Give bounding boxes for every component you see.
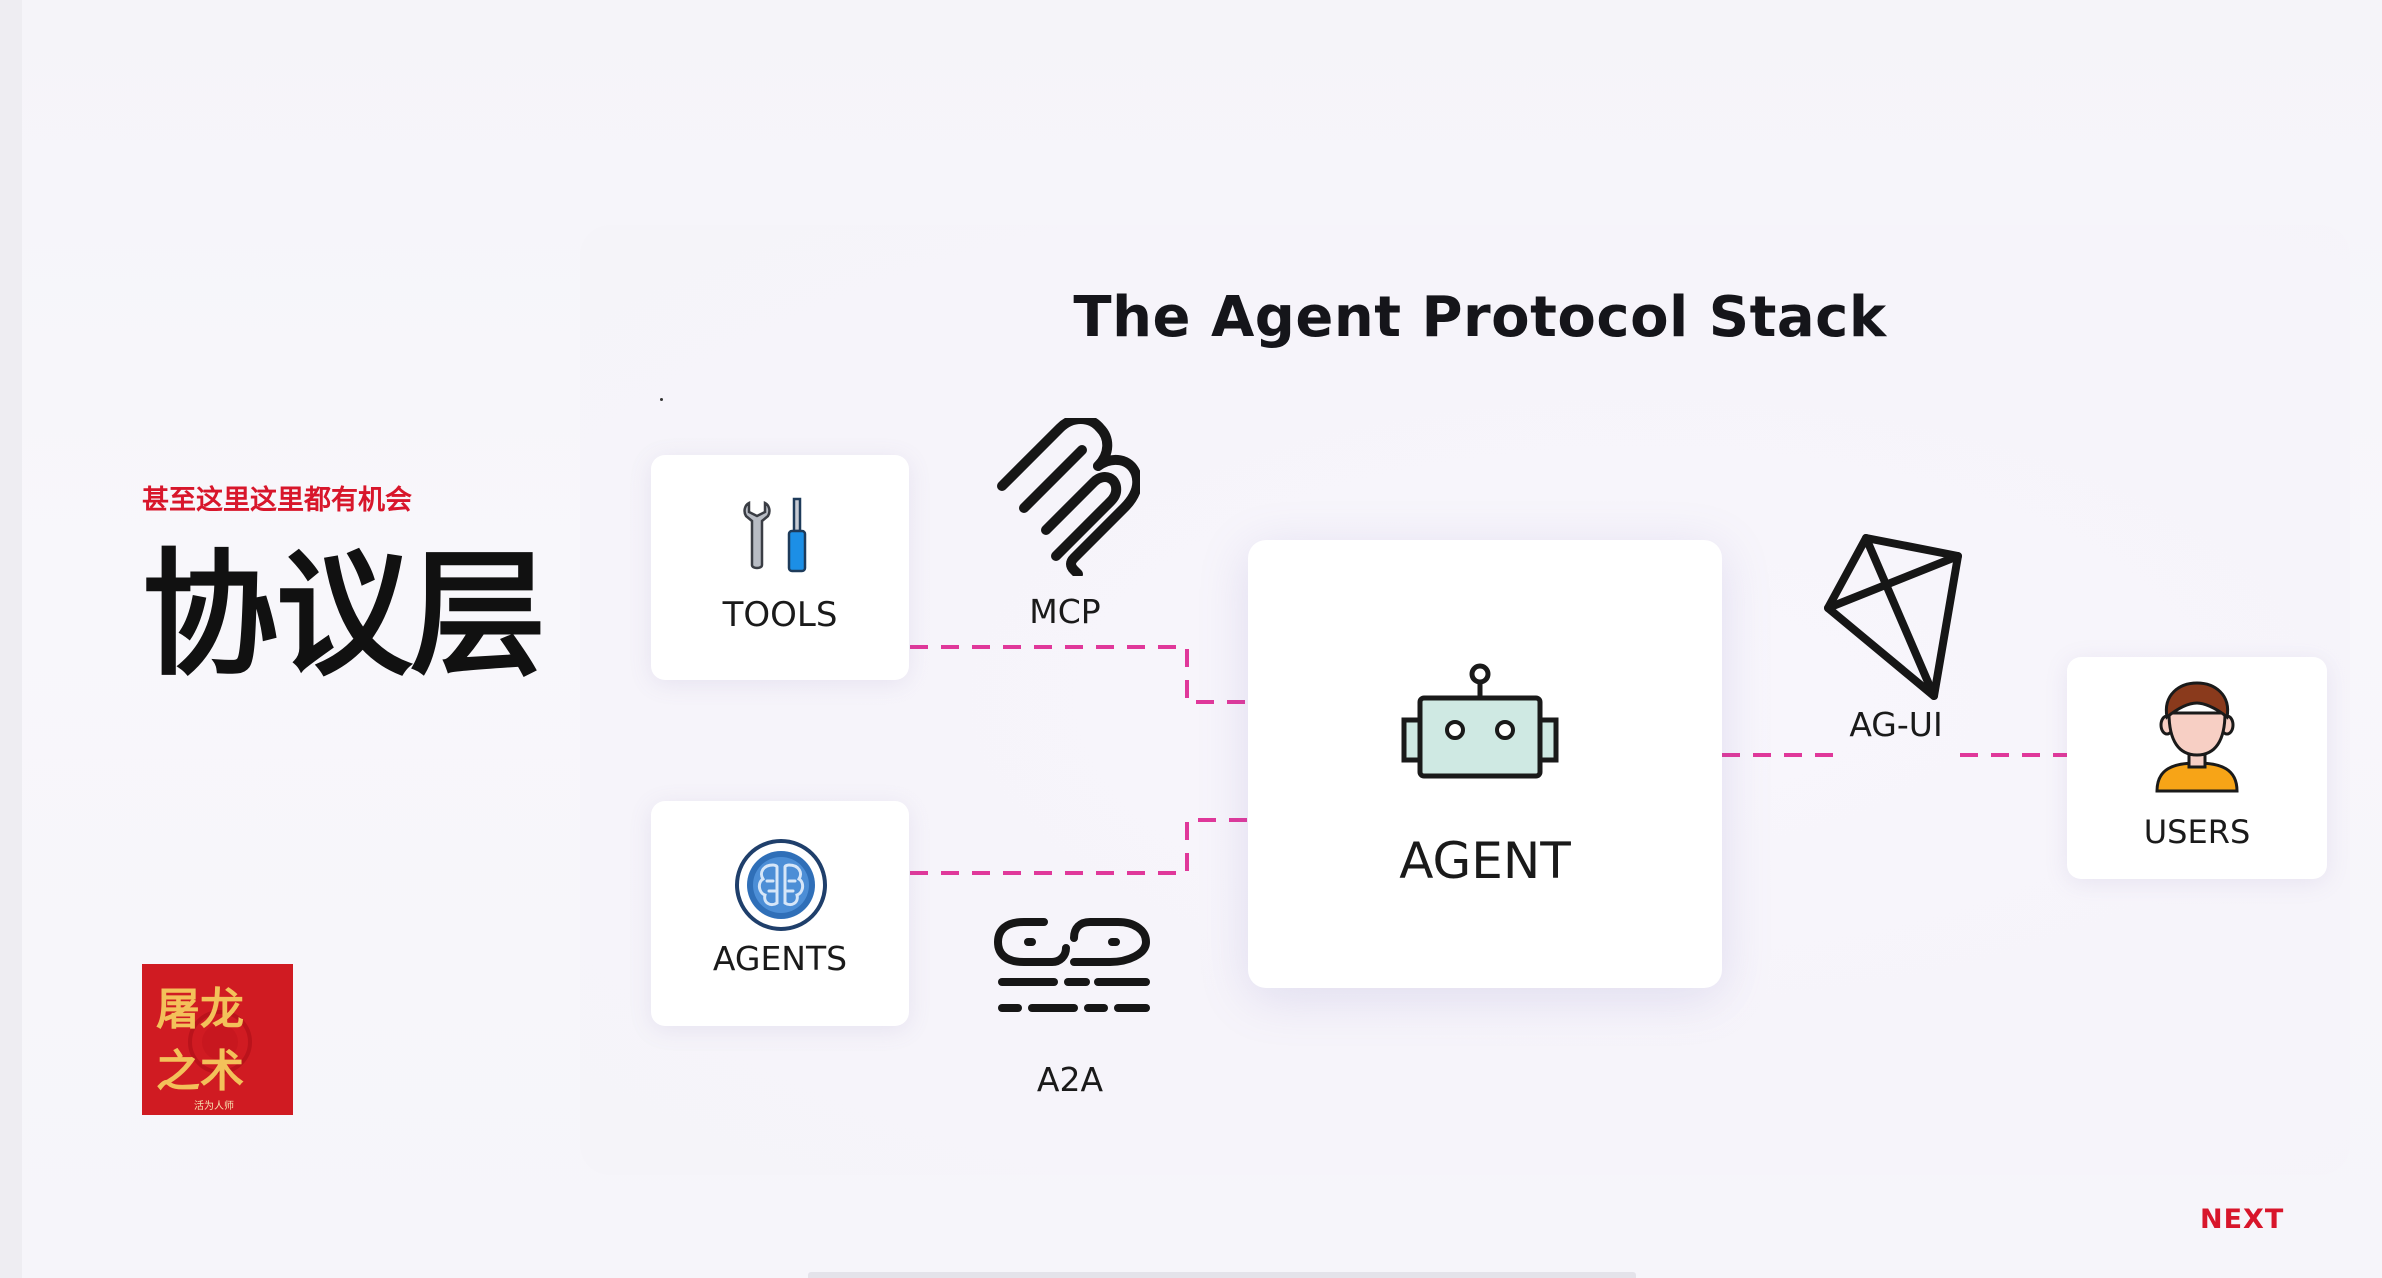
agui-label: AG-UI — [1849, 705, 1943, 744]
bottom-progress-bar — [808, 1272, 1636, 1278]
mcp-icon — [997, 418, 1140, 576]
tools-icon — [743, 497, 807, 573]
agui-icon — [1824, 534, 1962, 700]
stray-dot — [660, 398, 663, 401]
logo-text-line1: 屠龙 — [156, 984, 244, 1035]
channel-logo: 屠龙 之术 活为人师 — [142, 964, 293, 1115]
agents-card: AGENTS — [651, 801, 909, 1026]
tools-card: TOOLS — [651, 455, 909, 680]
user-avatar-icon — [2155, 681, 2239, 793]
robot-icon — [1401, 663, 1559, 779]
users-label: USERS — [2143, 813, 2251, 851]
tools-to-agent-connector — [910, 645, 1248, 704]
left-edge-strip — [0, 0, 22, 1278]
diagram-title: The Agent Protocol Stack — [1073, 285, 1887, 350]
logo-caption: 活为人师 — [194, 1099, 234, 1112]
channel-logo-art: 屠龙 之术 活为人师 — [142, 964, 293, 1115]
overlay-subtitle: 甚至这里这里都有机会 — [142, 485, 412, 516]
overlay-heading: 协议层 — [142, 537, 546, 695]
agent-label: AGENT — [1399, 832, 1571, 890]
logo-text-line2: 之术 — [156, 1046, 244, 1097]
a2a-icon — [994, 918, 1151, 1012]
agents-to-agent-connector — [910, 818, 1248, 875]
next-button[interactable]: NEXT — [2200, 1204, 2285, 1235]
users-card: USERS — [2067, 657, 2327, 879]
brain-icon — [735, 839, 827, 931]
agent-card: AGENT — [1248, 540, 1722, 988]
mcp-label: MCP — [1029, 592, 1101, 631]
agents-label: AGENTS — [712, 939, 848, 978]
tools-label: TOOLS — [722, 595, 838, 635]
a2a-label: A2A — [1036, 1060, 1104, 1099]
